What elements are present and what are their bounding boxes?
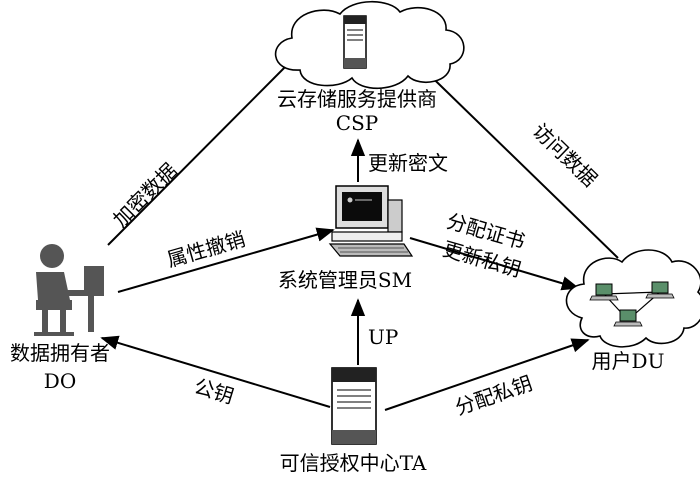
- desktop-computer-icon: [328, 185, 414, 257]
- arrow-do-to-csp: [107, 50, 302, 246]
- ta-node: 可信授权中心TA: [280, 367, 427, 475]
- edges: [100, 50, 619, 411]
- csp-node: 云存储服务提供商 CSP: [274, 1, 465, 135]
- sm-name: 系统管理员SM: [278, 268, 412, 292]
- arrow-ta-to-do: [100, 335, 331, 408]
- networked-laptops-icon: [589, 281, 675, 327]
- cloud-shape: [274, 1, 465, 89]
- person-at-computer-icon: [34, 244, 104, 336]
- arrow-du-to-csp: [406, 52, 619, 259]
- arrow-sm-to-du: [409, 237, 580, 291]
- edge-label-do-to-csp: 加密数据: [108, 158, 182, 232]
- csp-name: 云存储服务提供商: [277, 87, 437, 111]
- edge-label-ta-to-du: 分配私钥: [452, 371, 535, 420]
- arrow-do-to-sm: [117, 227, 335, 293]
- sm-node: 系统管理员SM: [278, 185, 414, 292]
- arrow-ta-to-du: [384, 338, 590, 411]
- edge-label-ta-to-sm: UP: [368, 325, 398, 349]
- do-abbr: DO: [44, 369, 76, 393]
- du-name: 用户DU: [592, 349, 665, 373]
- ta-name: 可信授权中心TA: [280, 451, 427, 475]
- do-name: 数据拥有者: [10, 341, 110, 365]
- csp-abbr: CSP: [336, 111, 378, 135]
- server-tower-icon: [343, 15, 367, 69]
- du-node: 用户DU: [565, 249, 700, 373]
- edge-label-sm-to-csp: 更新密文: [368, 151, 448, 175]
- cloud-shape: [565, 249, 700, 348]
- edge-label-ta-to-do: 公钥: [191, 374, 236, 409]
- server-tower-icon: [331, 367, 377, 445]
- edge-label-do-to-sm: 属性撤销: [164, 227, 248, 272]
- do-node: 数据拥有者 DO: [10, 244, 110, 393]
